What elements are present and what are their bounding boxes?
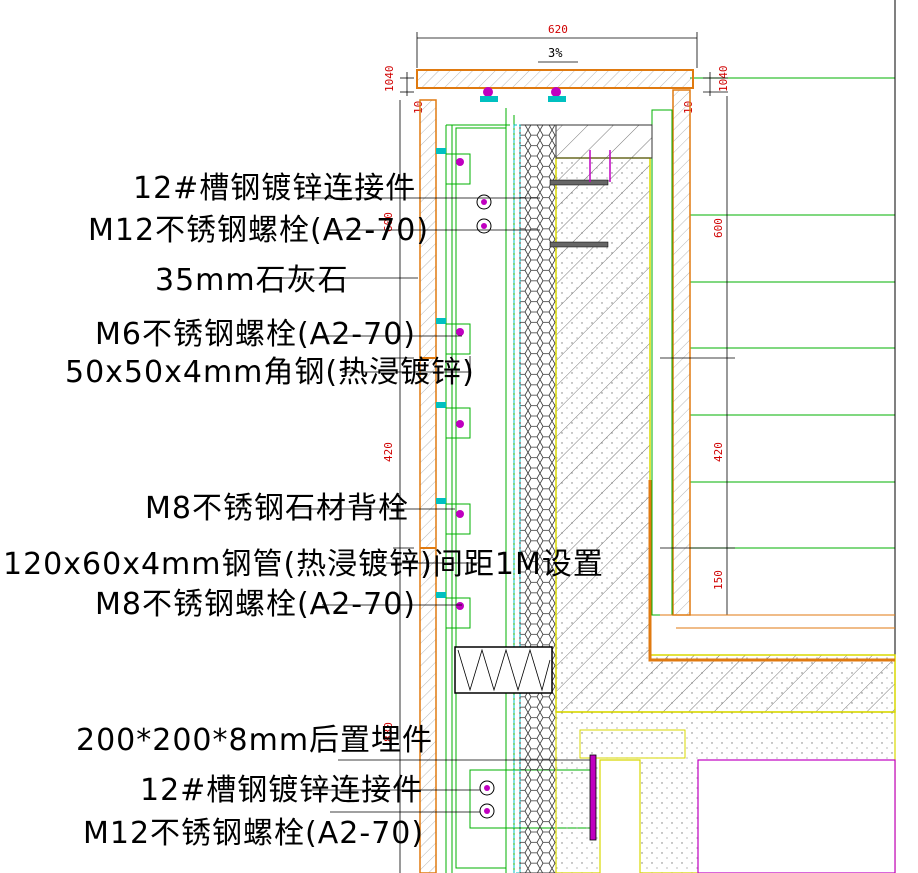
top-dimension: 620 3% [416,23,698,68]
label-angle-steel: 50x50x4mm角钢(热浸镀锌) [65,355,475,390]
left-830-dim: 830 [382,722,395,742]
right-stone-cladding [651,89,691,616]
top-width-text: 620 [548,23,568,36]
label-limestone: 35mm石灰石 [155,263,349,298]
annotation-labels: 12#槽钢镀锌连接件 M12不锈钢螺栓(A2-70) 35mm石灰石 M6不锈钢… [3,171,604,851]
label-m8-back-bolt: M8不锈钢石材背栓 [145,491,409,526]
insulation-layer [519,124,557,873]
slope-text: 3% [548,46,563,60]
right-420-dim: 420 [712,442,725,462]
concrete-parapet [555,124,896,713]
right-150-dim: 150 [712,570,725,590]
left-600-dim: 600 [382,212,395,232]
embedded-plate [589,754,597,841]
label-embedded-plate: 200*200*8mm后置埋件 [76,723,433,758]
label-m6-bolt: M6不锈钢螺栓(A2-70) [95,317,416,352]
right-reference-lines [690,77,895,549]
label-channel-connector-top: 12#槽钢镀锌连接件 [133,171,416,206]
left-420-dim: 420 [382,442,395,462]
left-stone-cladding [419,99,437,873]
stone-clips [436,87,566,629]
waterproofing-line [648,480,895,662]
bolt-pairs [476,194,495,819]
label-steel-tube: 120x60x4mm钢管(热浸镀锌)间距1M设置 [3,547,604,582]
cyan-membrane [513,124,521,873]
label-m12-bolt-top: M12不锈钢螺栓(A2-70) [88,213,429,248]
wood-block [454,646,553,694]
right-600-dim: 600 [712,218,725,238]
steel-frame [445,108,596,873]
label-m12-bolt-bottom: M12不锈钢螺栓(A2-70) [83,816,424,851]
label-channel-connector-bottom: 12#槽钢镀锌连接件 [140,773,423,808]
anchor-bolts [549,150,611,248]
concrete-beam [555,711,896,873]
label-m8-bolt: M8不锈钢螺栓(A2-70) [95,587,416,622]
left-top-dim: 1040 [383,66,396,93]
right-top-dim: 1040 [717,66,730,93]
left-dimension-line [393,100,414,873]
leader-lines [280,197,590,813]
coping-stone [416,69,694,89]
